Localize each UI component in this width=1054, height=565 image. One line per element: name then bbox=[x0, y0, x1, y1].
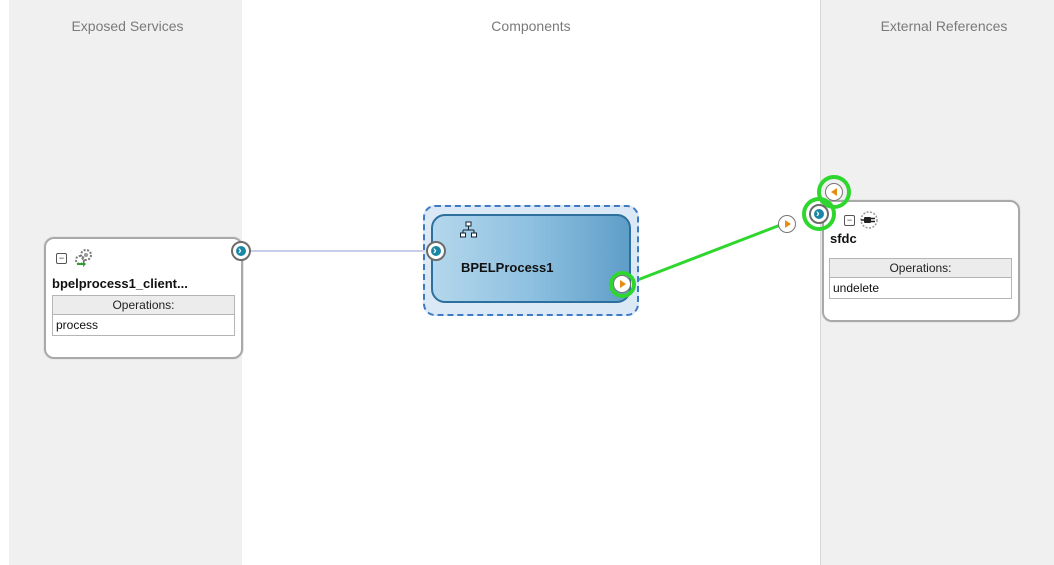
operations-header: Operations: bbox=[830, 259, 1011, 278]
bpel-reference-highlight bbox=[609, 271, 636, 298]
gear-service-icon bbox=[75, 249, 92, 267]
operations-header: Operations: bbox=[53, 296, 234, 315]
client-operations-table: Operations: process bbox=[52, 295, 235, 336]
bpel-reference-port[interactable] bbox=[613, 275, 631, 293]
operation-row[interactable]: undelete bbox=[833, 281, 880, 295]
collapse-button[interactable]: − bbox=[56, 253, 67, 264]
client-service-box[interactable]: − bpelprocess1_client... Operations: pro… bbox=[44, 237, 243, 359]
sfdc-outbound-port[interactable] bbox=[778, 215, 796, 233]
bpel-process-icon bbox=[460, 221, 477, 238]
bpel-component-selection[interactable]: BPELProcess1 bbox=[423, 205, 639, 316]
sfdc-callback-port[interactable] bbox=[825, 183, 843, 201]
client-service-name: bpelprocess1_client... bbox=[52, 276, 188, 291]
collapse-button[interactable]: − bbox=[844, 215, 855, 226]
exposed-services-title: Exposed Services bbox=[71, 18, 184, 34]
sfdc-service-highlight bbox=[802, 197, 836, 231]
external-references-title: External References bbox=[880, 18, 1008, 34]
bpel-service-port[interactable]: › bbox=[426, 241, 446, 261]
bpel-component-name: BPELProcess1 bbox=[461, 260, 554, 275]
operation-row[interactable]: process bbox=[56, 318, 99, 332]
bpel-component[interactable]: BPELProcess1 bbox=[431, 214, 631, 303]
adapter-plug-icon bbox=[860, 211, 878, 229]
sfdc-reference-box[interactable]: − sfdc Operations: undelete bbox=[822, 200, 1020, 322]
components-title: Components bbox=[491, 18, 571, 34]
client-service-port[interactable]: › bbox=[231, 241, 251, 261]
sfdc-operations-table: Operations: undelete bbox=[829, 258, 1012, 299]
sfdc-service-port[interactable]: › bbox=[809, 204, 829, 224]
sfdc-reference-name: sfdc bbox=[830, 231, 857, 246]
